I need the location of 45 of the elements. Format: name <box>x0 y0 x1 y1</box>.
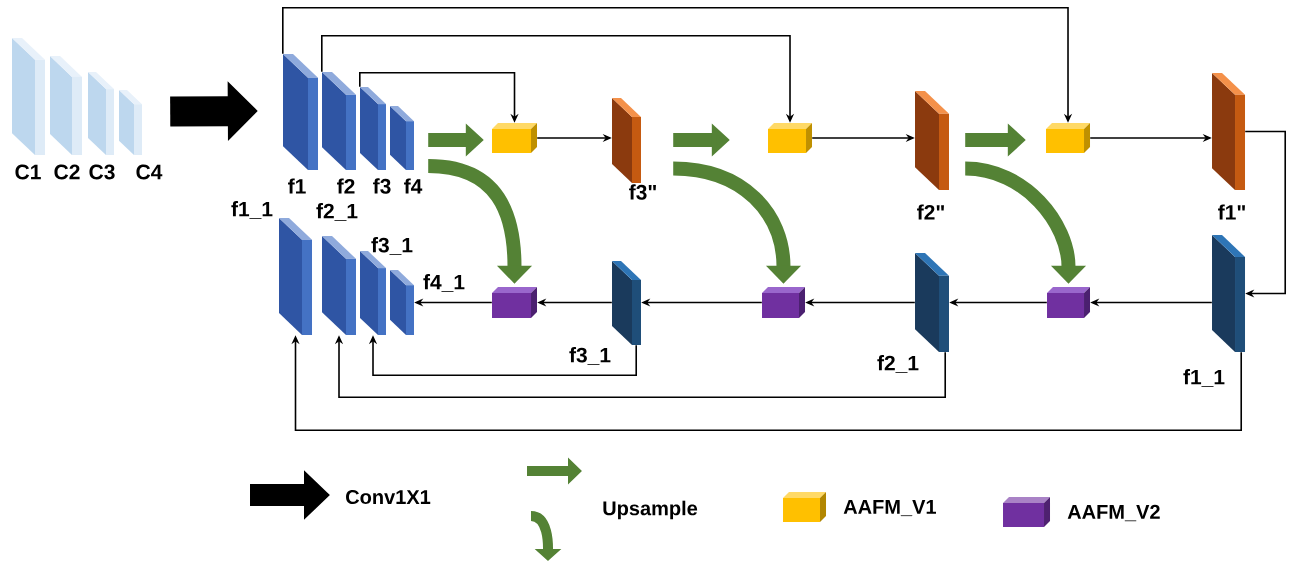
legend-label: AAFM_V2 <box>1067 504 1160 522</box>
node-label: f2 <box>337 178 355 194</box>
arrow <box>1244 130 1286 298</box>
feature-map-block: f1 <box>283 54 318 194</box>
node-label: f1 <box>288 178 306 194</box>
feature-map-block: f1_1 <box>1183 235 1245 387</box>
feature-map-block: f1_1 <box>231 201 312 335</box>
node-label: C2 <box>54 164 80 180</box>
node-label: f2_1 <box>316 203 358 221</box>
legend-label: AAFM_V1 <box>843 499 936 517</box>
node-label: f1_1 <box>231 201 273 219</box>
module-cube <box>492 123 537 153</box>
module-cube <box>762 287 805 318</box>
node-label: C3 <box>89 164 115 180</box>
node-label: f4 <box>404 178 423 194</box>
node-label: f3" <box>629 184 656 200</box>
node-label: f3 <box>373 178 391 194</box>
feature-map-block: C3 <box>88 72 115 180</box>
feature-map-block: C4 <box>119 90 163 180</box>
node-label: C4 <box>136 164 163 180</box>
node-label: f2" <box>917 204 944 220</box>
node-label: f1" <box>1218 204 1245 220</box>
module-cube <box>492 287 537 318</box>
feature-map-block: C2 <box>50 56 82 180</box>
feature-map-block: f2_1 <box>877 253 949 373</box>
node-label: f3_1 <box>371 237 413 255</box>
feature-map-block: f2_1 <box>316 203 358 335</box>
feature-map-block: f1" <box>1212 73 1245 220</box>
module-cube <box>1047 287 1090 318</box>
node-label: f1_1 <box>1183 369 1225 387</box>
feature-map-block: f2 <box>322 72 356 194</box>
module-cube <box>768 123 812 153</box>
feature-map-block: f4 <box>390 106 423 194</box>
feature-map-block: f3" <box>612 98 656 200</box>
feature-map-block: C1 <box>12 38 45 180</box>
node-label: f4_1 <box>423 274 465 292</box>
module-cube <box>1046 123 1090 153</box>
node-label: f3_1 <box>569 347 611 365</box>
node-label: f2_1 <box>877 355 919 373</box>
feature-map-block: f3 <box>360 87 391 194</box>
feature-map-block: f2" <box>915 91 949 220</box>
feature-map-block: f3_1 <box>569 261 641 365</box>
legend-label: Upsample <box>603 500 698 520</box>
node-label: C1 <box>15 164 41 180</box>
legend-label: Conv1X1 <box>346 489 431 505</box>
